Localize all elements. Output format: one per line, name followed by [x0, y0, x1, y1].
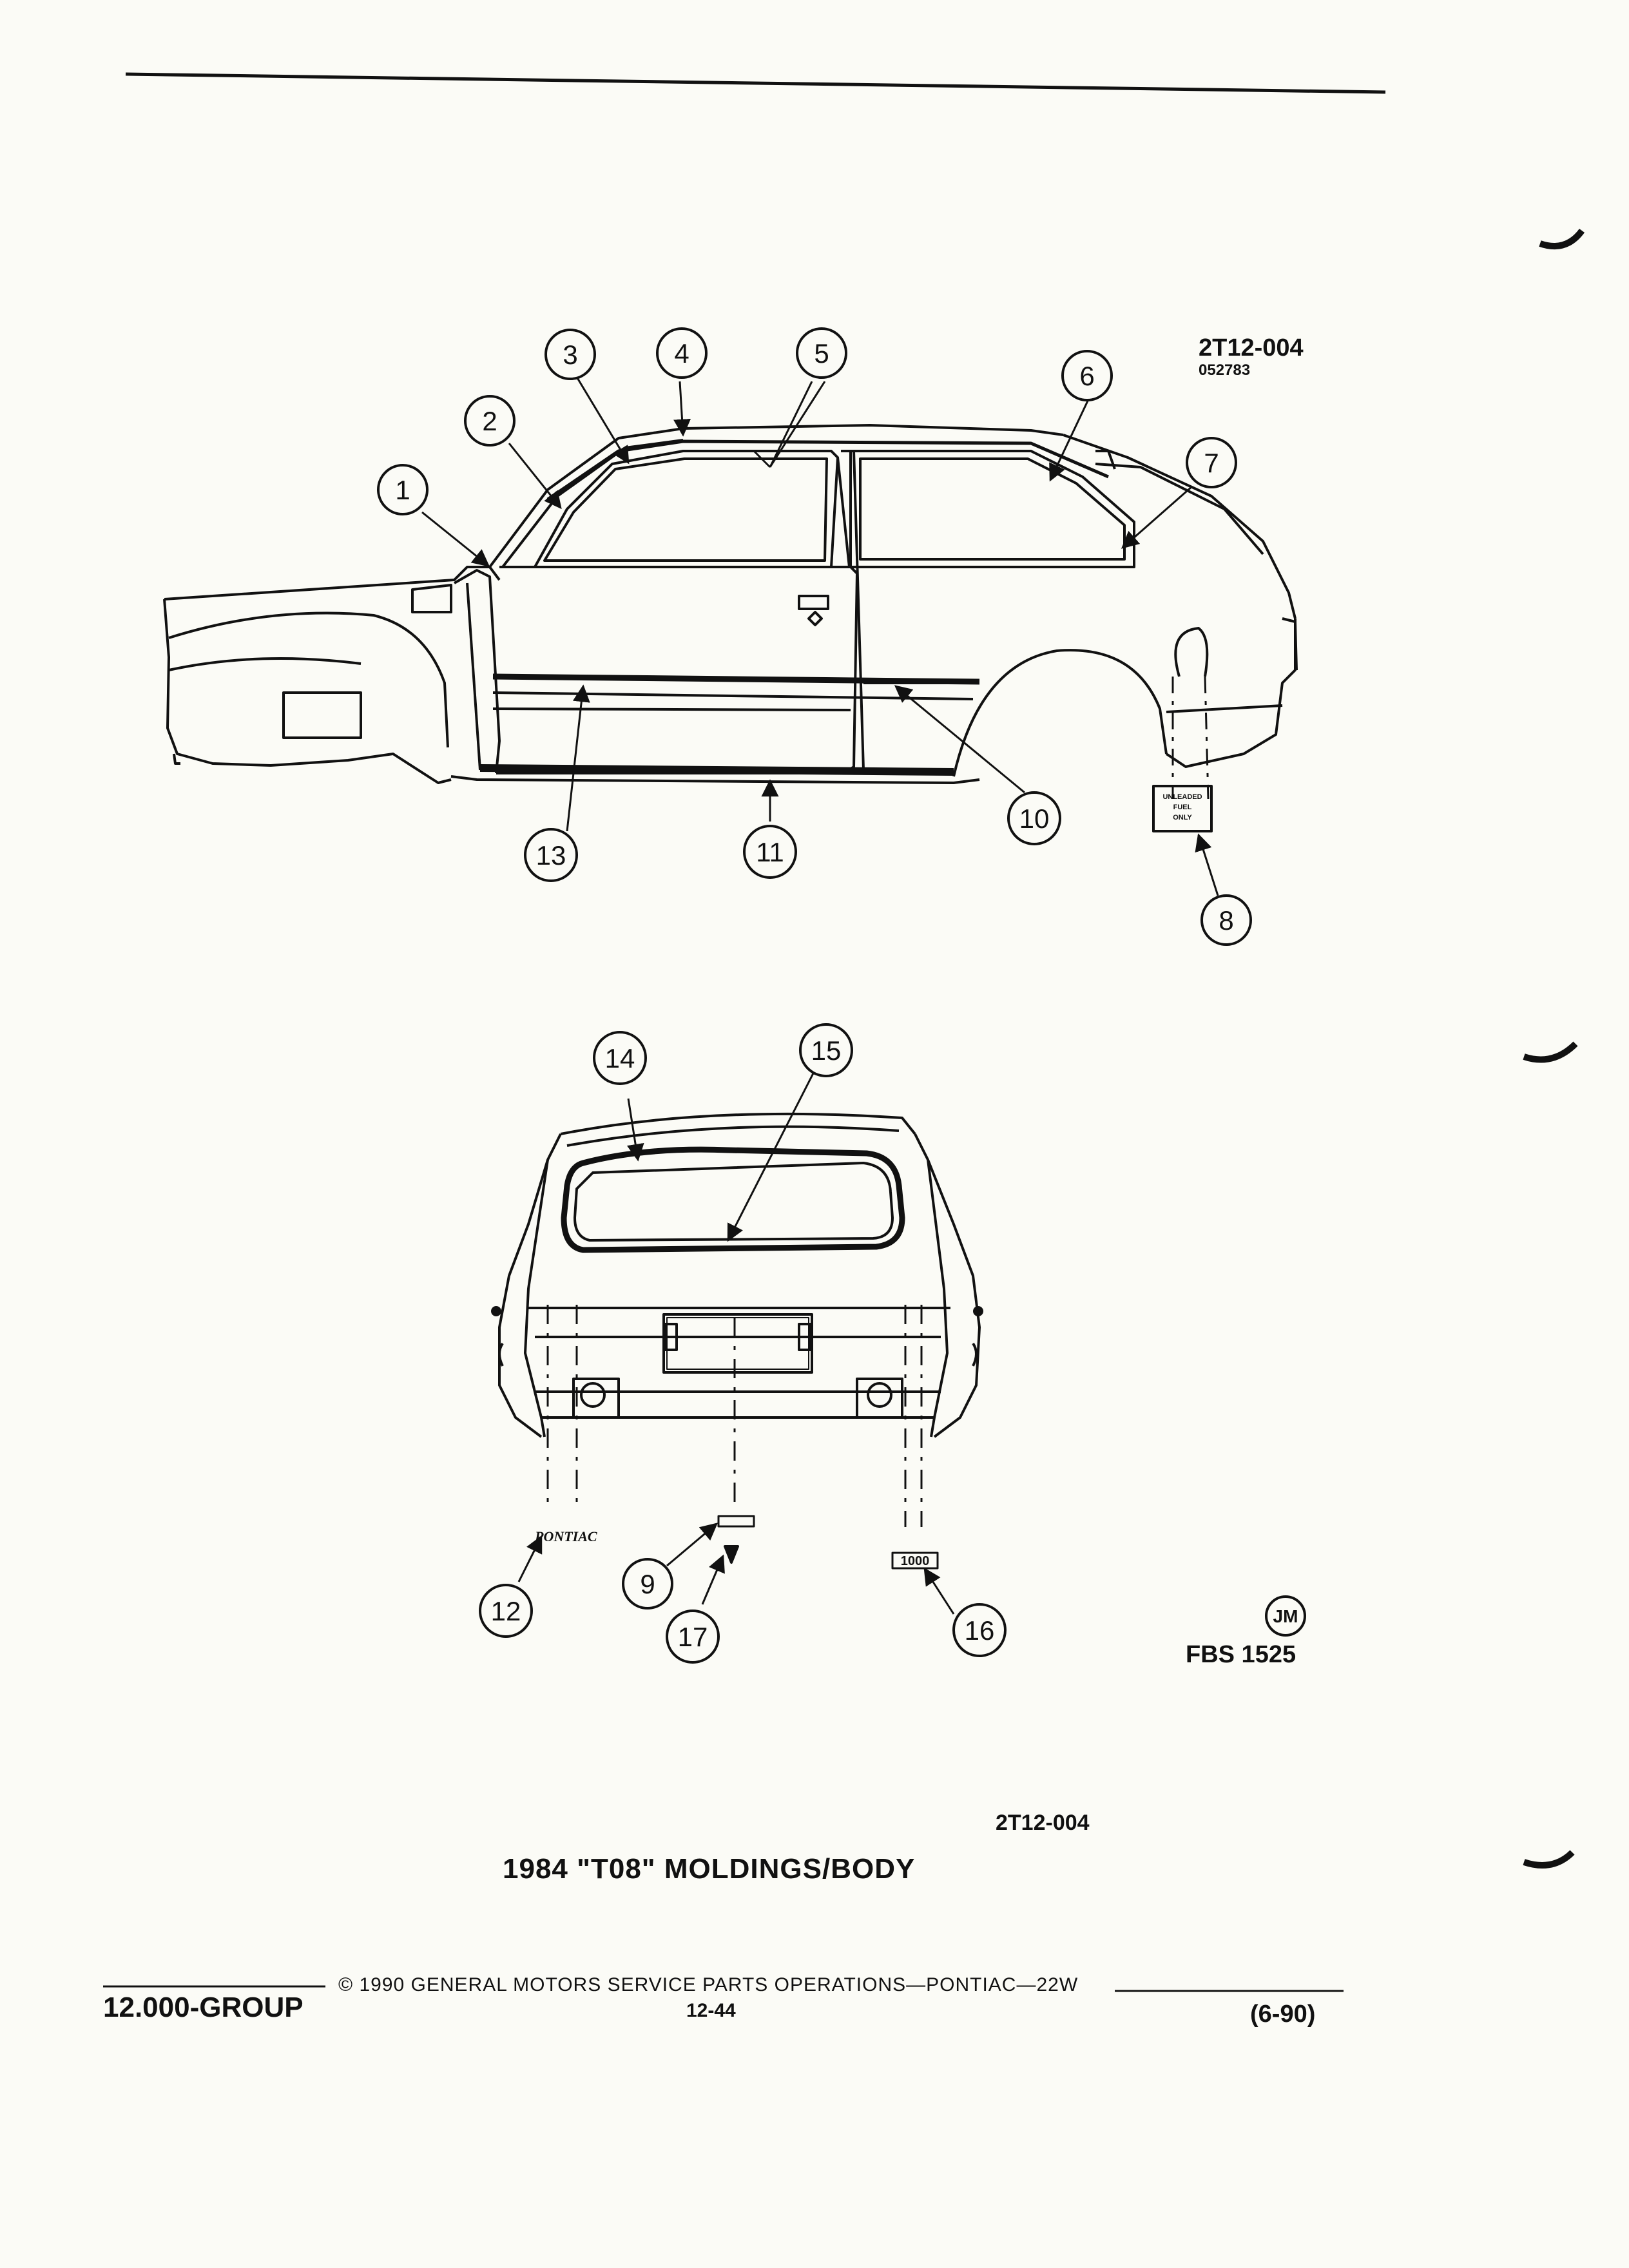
- callout-17: 17: [666, 1610, 720, 1664]
- svg-text:JM: JM: [1273, 1606, 1298, 1626]
- svg-text:7: 7: [1204, 448, 1219, 478]
- callout-7: 7: [1186, 437, 1237, 488]
- callout-5: 5: [796, 327, 847, 379]
- svg-text:6: 6: [1079, 361, 1094, 391]
- svg-text:9: 9: [640, 1569, 655, 1599]
- svg-text:15: 15: [811, 1035, 842, 1066]
- footer-date: (6-90): [1250, 2001, 1315, 2028]
- callout-2: 2: [464, 395, 516, 447]
- callout-13: 13: [524, 828, 578, 882]
- callouts: 1 2 3 4 5 6 7 8 10 11 13 14 15 12 9 17 1…: [377, 327, 1252, 1664]
- footer-page-number: 12-44: [686, 2000, 736, 2021]
- diagram-subcode: 052783: [1199, 361, 1250, 379]
- footer-group: 12.000-GROUP: [103, 1992, 304, 2023]
- callout-4: 4: [656, 327, 708, 379]
- emblem-right: 1000: [901, 1554, 930, 1568]
- rear-view-drawing: [491, 1112, 983, 1570]
- fuel-decal: UNLEADED FUEL ONLY: [1162, 793, 1202, 822]
- callout-8: 8: [1200, 894, 1252, 946]
- callout-11: 11: [743, 825, 797, 879]
- svg-text:12: 12: [491, 1596, 521, 1626]
- svg-text:10: 10: [1019, 803, 1050, 834]
- binding-mark: [1539, 228, 1585, 249]
- leader-lines: [421, 376, 1219, 1615]
- svg-text:1: 1: [395, 475, 410, 505]
- callout-16: 16: [952, 1603, 1007, 1657]
- fbs-code: FBS 1525: [1186, 1641, 1296, 1668]
- binding-mark: [1523, 1850, 1575, 1869]
- footer-copyright: © 1990 GENERAL MOTORS SERVICE PARTS OPER…: [338, 1974, 1078, 1995]
- callout-14: 14: [593, 1031, 647, 1085]
- svg-text:17: 17: [678, 1622, 708, 1652]
- decal-line: FUEL: [1173, 803, 1192, 811]
- callout-10: 10: [1007, 791, 1061, 845]
- svg-text:14: 14: [605, 1043, 635, 1073]
- callout-15: 15: [799, 1023, 853, 1077]
- svg-text:5: 5: [814, 338, 829, 369]
- svg-text:13: 13: [536, 840, 566, 870]
- figure-caption: 1984 "T08" MOLDINGS/BODY: [503, 1853, 915, 1885]
- callout-6: 6: [1061, 350, 1113, 401]
- decal-line: ONLY: [1173, 814, 1192, 822]
- svg-text:4: 4: [674, 338, 689, 369]
- callout-3: 3: [545, 329, 596, 380]
- top-rule: [125, 72, 1386, 94]
- callout-1: 1: [377, 464, 429, 515]
- svg-text:8: 8: [1219, 905, 1233, 936]
- callout-9: 9: [622, 1558, 673, 1610]
- figure-code: 2T12-004: [996, 1811, 1090, 1835]
- callout-12: 12: [479, 1584, 533, 1638]
- svg-text:16: 16: [965, 1615, 995, 1646]
- binding-mark: [1523, 1041, 1578, 1063]
- svg-text:2: 2: [482, 406, 497, 436]
- jm-logo: JM: [1265, 1595, 1306, 1637]
- side-view-drawing: [163, 424, 1298, 832]
- emblem-left: PONTIAC: [534, 1528, 597, 1544]
- decal-line: UNLEADED: [1162, 793, 1202, 801]
- svg-text:11: 11: [756, 837, 784, 867]
- diagram-code: 2T12-004: [1199, 334, 1304, 361]
- svg-text:3: 3: [563, 340, 577, 370]
